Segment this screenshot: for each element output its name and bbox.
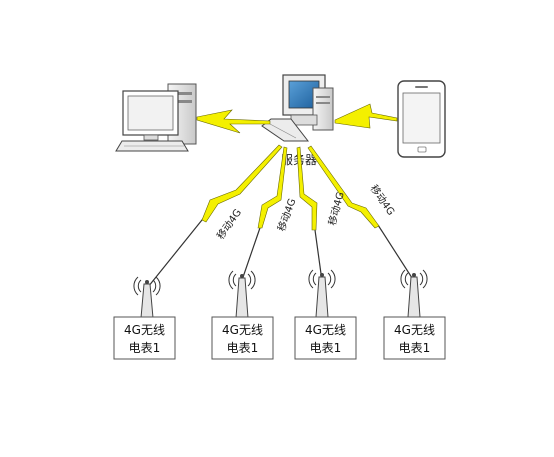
antenna-icon: [228, 270, 256, 319]
antenna-icon: [400, 269, 428, 318]
link-meter-3: [296, 146, 323, 282]
link-phone-server: [334, 103, 398, 129]
meter-1-line2: 电表1: [129, 341, 161, 355]
server-computer-icon: [261, 74, 334, 142]
link-label-3: 移动4G: [325, 190, 346, 226]
antenna-icon: [133, 276, 161, 319]
link-meter-2: [240, 146, 288, 284]
meter-box-4: 4G无线 电表1: [383, 316, 446, 360]
meter-2-line1: 4G无线: [222, 323, 263, 337]
antenna-icon: [308, 269, 336, 318]
link-meter-1: [147, 144, 283, 288]
meter-2-line2: 电表1: [227, 341, 259, 355]
meter-1-line1: 4G无线: [124, 323, 165, 337]
meter-box-3: 4G无线 电表1: [294, 316, 357, 360]
meter-box-2: 4G无线 电表1: [211, 316, 274, 360]
meter-4-line2: 电表1: [399, 341, 431, 355]
smartphone-icon: [397, 80, 446, 158]
link-label-4: 移动4G: [368, 182, 398, 217]
link-computer-server: [196, 109, 271, 134]
desktop-computer-icon: [115, 83, 197, 152]
meter-4-line1: 4G无线: [394, 323, 435, 337]
link-meter-4: [307, 145, 415, 282]
link-label-1: 移动4G: [214, 206, 244, 241]
meter-box-1: 4G无线 电表1: [113, 316, 176, 360]
meter-3-line2: 电表1: [310, 341, 342, 355]
meter-3-line1: 4G无线: [305, 323, 346, 337]
